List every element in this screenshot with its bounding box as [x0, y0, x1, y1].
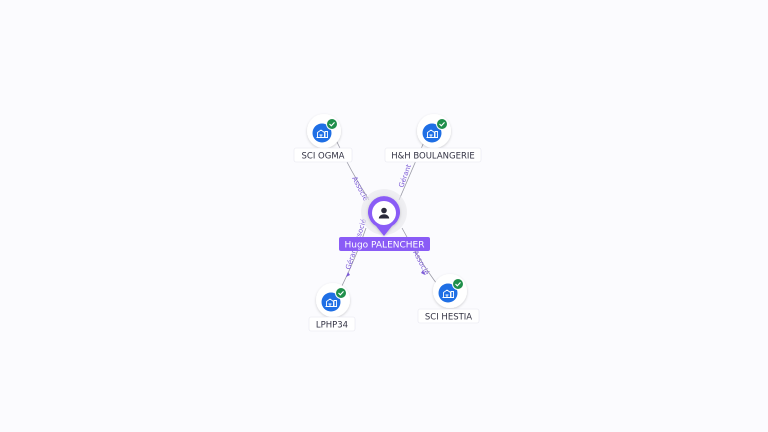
verified-check-icon — [326, 118, 338, 130]
company-building-icon — [422, 123, 442, 143]
company-node-sci-hestia[interactable]: SCI HESTIA — [417, 274, 480, 324]
person-name: Hugo PALENCHER — [345, 241, 425, 251]
verified-check-icon — [436, 118, 448, 130]
edge-lphp34: Gérant Associé — [339, 218, 368, 291]
company-label-box — [293, 147, 353, 163]
company-node-hh-boulangerie[interactable]: H&H BOULANGERIE — [384, 114, 482, 163]
person-label-box — [339, 237, 430, 251]
company-building-icon — [312, 123, 332, 143]
verified-check-icon — [335, 287, 347, 299]
company-label-box — [308, 316, 356, 332]
company-label-box — [384, 147, 482, 163]
edge-label-hh-boulangerie: Gérant — [397, 163, 413, 189]
company-node-sci-ogma[interactable]: SCI OGMA — [293, 114, 353, 163]
person-icon — [378, 207, 390, 219]
company-node-lphp34[interactable]: LPHP34 — [308, 283, 356, 332]
edge-label-sci-hestia: Associé — [411, 249, 430, 276]
edge-arrow-lphp34 — [346, 272, 350, 277]
company-name-sci-hestia: SCI HESTIA — [425, 313, 472, 323]
company-building-icon — [321, 292, 341, 312]
company-name-lphp34: LPHP34 — [316, 321, 348, 331]
company-label-box — [417, 308, 480, 324]
company-building-icon — [438, 283, 458, 303]
company-name-hh-boulangerie: H&H BOULANGERIE — [391, 152, 475, 162]
edge-arrow-sci-hestia — [421, 270, 425, 275]
company-name-sci-ogma: SCI OGMA — [302, 152, 345, 162]
person-node-hugo-palencher[interactable]: Hugo PALENCHER — [339, 189, 430, 251]
verified-check-icon — [452, 278, 464, 290]
